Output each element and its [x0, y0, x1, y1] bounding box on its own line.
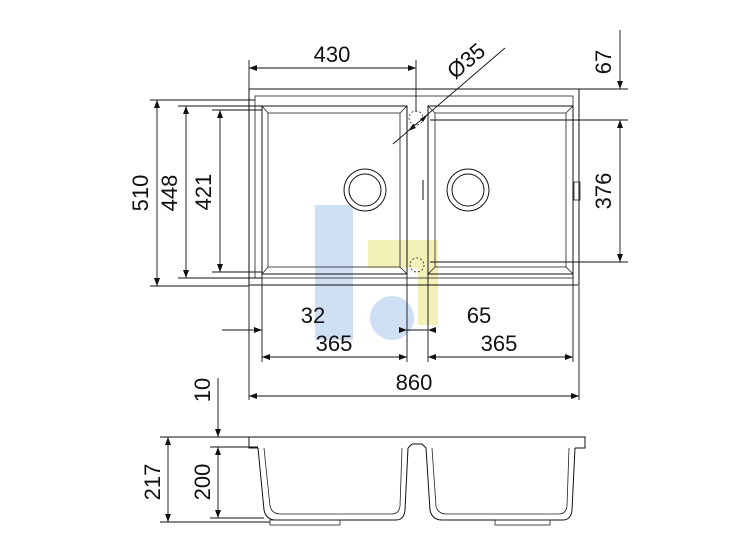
side-view	[248, 436, 586, 526]
tap-hole-bottom	[409, 257, 425, 273]
label-65: 65	[467, 303, 491, 328]
label-32: 32	[301, 303, 325, 328]
dim-diameter-35	[392, 47, 506, 145]
right-drain-outer	[446, 168, 490, 212]
right-bowl	[427, 105, 574, 275]
right-bowl-floor	[434, 112, 567, 268]
label-376: 376	[591, 173, 616, 210]
dim-421	[212, 109, 262, 273]
label-430: 430	[314, 42, 351, 67]
dim-217	[160, 436, 270, 523]
dim-10	[210, 378, 249, 438]
label-510: 510	[128, 175, 153, 212]
dim-67	[430, 30, 628, 121]
top-view	[248, 88, 581, 286]
label-421: 421	[191, 174, 216, 211]
left-drain-stub	[269, 519, 341, 526]
dim-510	[150, 99, 255, 287]
tap-hole-top	[408, 110, 424, 126]
right-drain-stub	[494, 519, 551, 526]
dim-448	[178, 105, 262, 279]
dim-430	[248, 60, 417, 112]
dim-860	[249, 393, 579, 399]
left-drain-inner	[348, 173, 382, 207]
dim-376	[430, 120, 628, 263]
sink-outline	[248, 88, 580, 286]
dim-365-365	[262, 354, 573, 360]
label-365-right: 365	[481, 331, 518, 356]
right-drain-inner	[451, 173, 485, 207]
side-overflow	[573, 181, 581, 201]
label-448: 448	[157, 175, 182, 212]
label-365-left: 365	[316, 331, 353, 356]
label-diameter-35: Ø35	[442, 38, 490, 84]
watermark-logo	[315, 205, 438, 340]
left-drain-outer	[343, 168, 387, 212]
label-217: 217	[140, 464, 165, 501]
label-860: 860	[396, 370, 433, 395]
label-67: 67	[591, 50, 616, 74]
label-10: 10	[190, 378, 215, 402]
left-bowl	[261, 105, 408, 275]
dim-32-65	[222, 274, 580, 400]
label-200: 200	[190, 464, 215, 501]
dim-200	[210, 446, 264, 519]
left-bowl-floor	[267, 112, 401, 268]
